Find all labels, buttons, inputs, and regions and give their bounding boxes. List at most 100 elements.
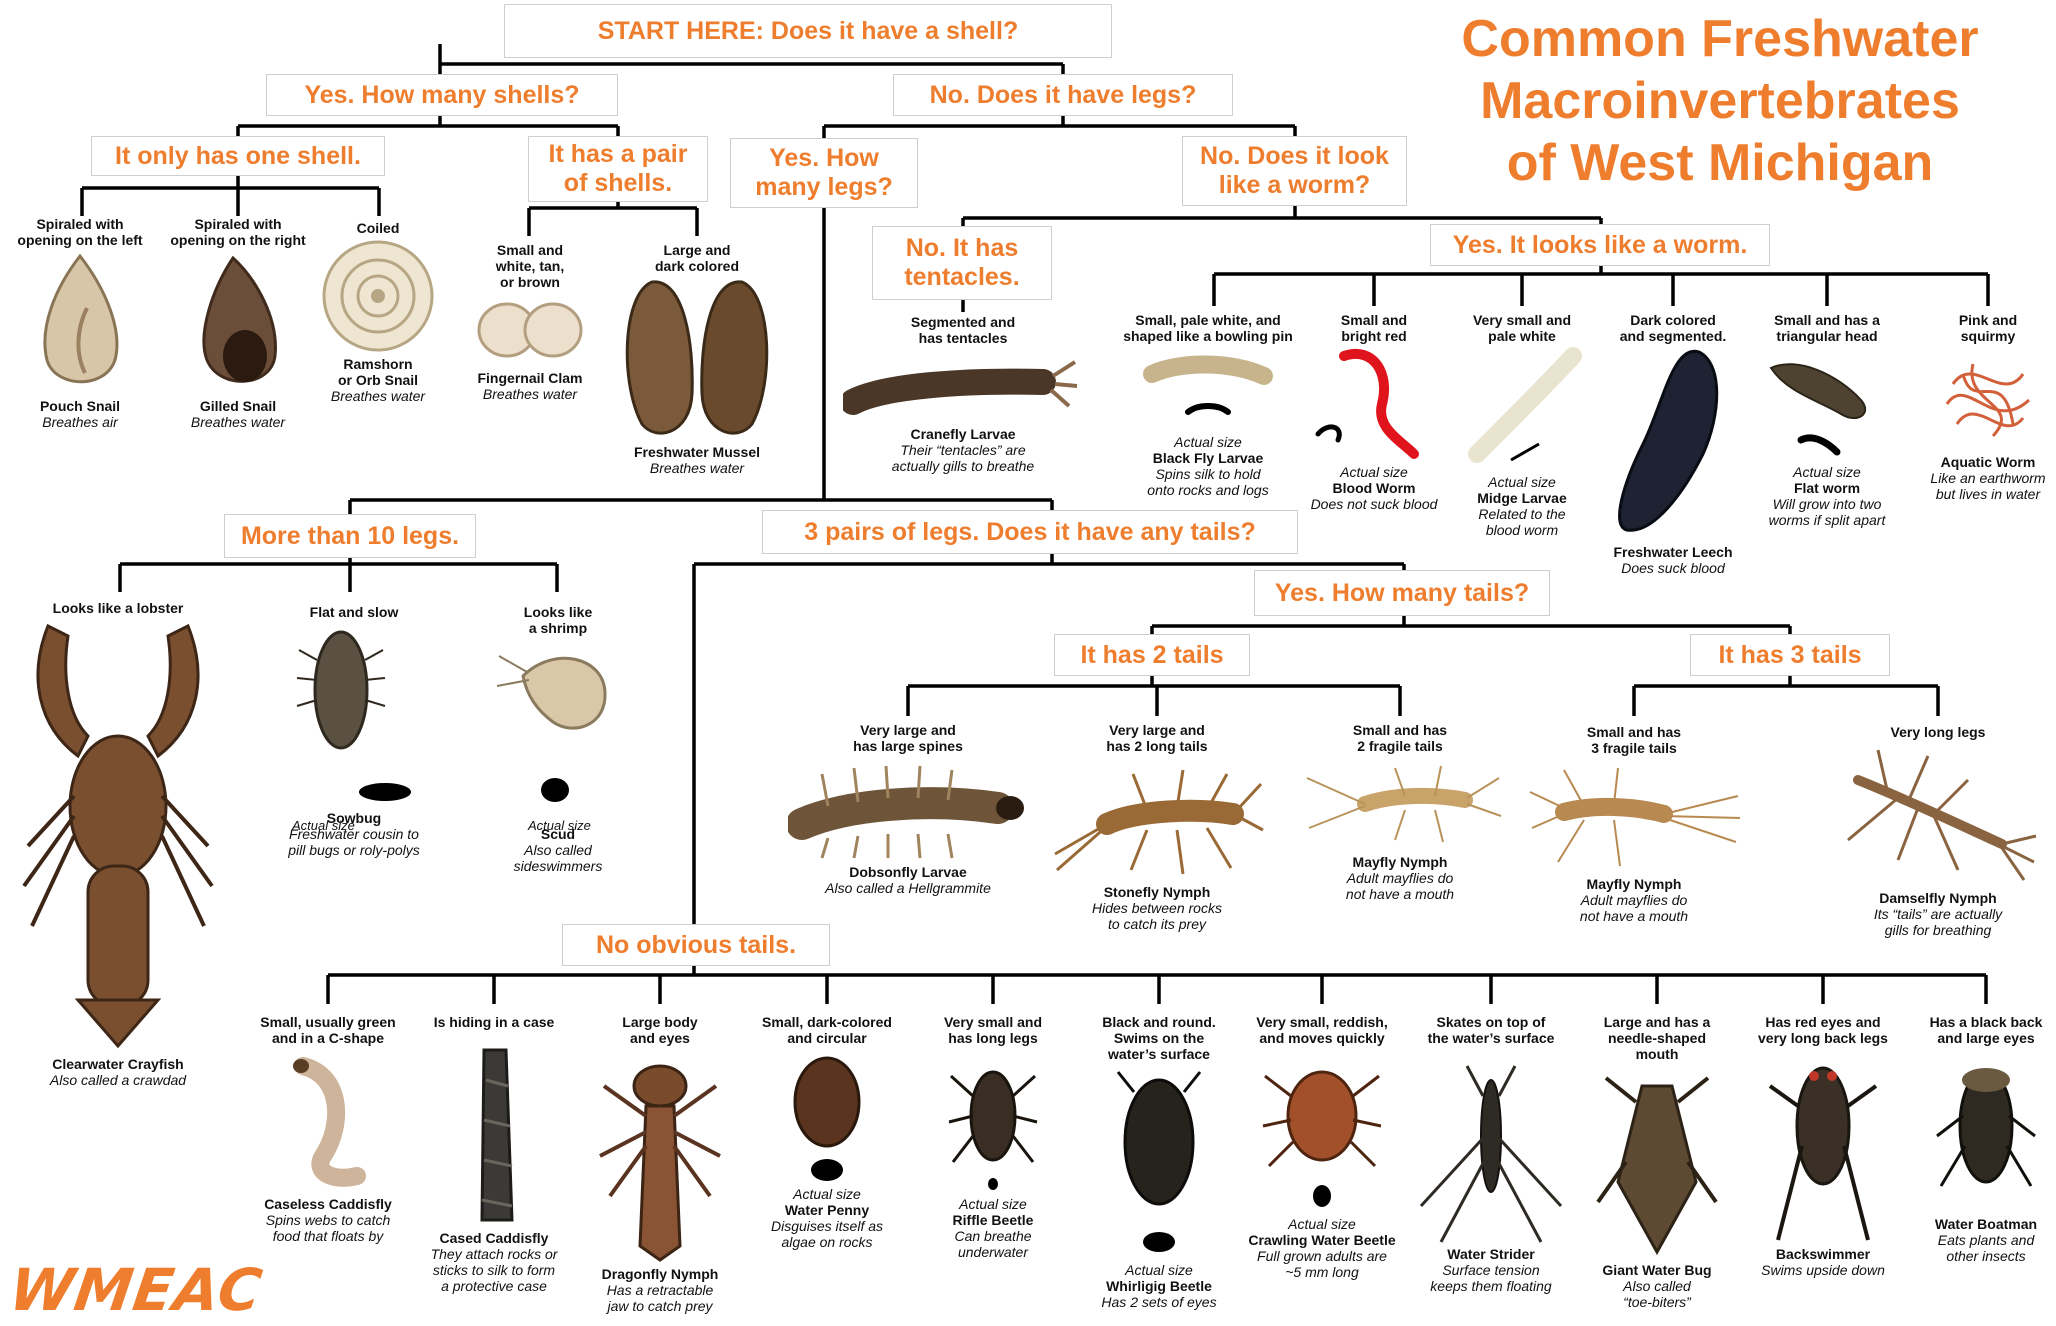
species-name: Mayfly Nymph — [1519, 876, 1749, 892]
scud-icon — [493, 636, 623, 826]
case-icon — [454, 1030, 534, 1230]
penny-icon — [777, 1046, 877, 1186]
species-note: Adult mayflies do not have a mouth — [1519, 892, 1749, 924]
worm-cluster-icon — [1933, 344, 2043, 454]
species-note: Full grown adults are ~5 mm long — [1232, 1248, 1412, 1280]
species-description: Looks like a lobster — [3, 600, 233, 616]
beetle-icon — [1257, 1046, 1387, 1216]
bug-icon — [1758, 1046, 1888, 1246]
species-card-whirligig-beetle: Black and round. Swims on the water’s su… — [1069, 1014, 1249, 1310]
question-legs-yes: Yes. How many legs? — [730, 138, 918, 208]
question-worm-yes: Yes. It looks like a worm. — [1430, 224, 1770, 266]
species-card-dobsonfly-larvae: Very large and has large spines Dobsonfl… — [788, 722, 1028, 896]
species-note: Also called sideswimmers — [458, 842, 658, 874]
question-worm: No. Does it look like a worm? — [1182, 136, 1407, 206]
actual-size-label: Actual size — [737, 1186, 917, 1202]
species-name: Water Boatman — [1896, 1216, 2056, 1232]
species-note: Disguises itself as algae on rocks — [737, 1218, 917, 1250]
species-card-scud: Looks like a shrimp Scud Also called sid… — [458, 604, 658, 874]
species-description: Segmented and has tentacles — [843, 314, 1083, 346]
species-description: Small, dark-colored and circular — [737, 1014, 917, 1046]
species-name: Stonefly Nymph — [1042, 884, 1272, 900]
species-note: Breathes water — [138, 414, 338, 430]
mussel-icon — [612, 274, 782, 444]
species-description: Small and has 3 fragile tails — [1519, 724, 1749, 756]
species-name: Freshwater Leech — [1573, 544, 1773, 560]
species-note: Also called a Hellgrammite — [788, 880, 1028, 896]
species-description: Very large and has 2 long tails — [1042, 722, 1272, 754]
actual-size-label: Actual size — [903, 1196, 1083, 1212]
species-card-giant-water-bug: Large and has a needle-shaped mouth Gian… — [1567, 1014, 1747, 1310]
species-description: Very small, reddish, and moves quickly — [1232, 1014, 1412, 1046]
nymph-icon — [1524, 756, 1744, 876]
species-note: Like an earthworm but lives in water — [1888, 470, 2056, 502]
species-note: Breathes water — [597, 460, 797, 476]
species-card-cranefly-larvae: Segmented and has tentacles Cranefly Lar… — [843, 314, 1083, 474]
species-note: Their “tentacles” are actually gills to … — [843, 442, 1083, 474]
species-note: Has 2 sets of eyes — [1069, 1294, 1249, 1310]
species-card-mayfly-nymph-2-tails: Small and has 2 fragile tails Mayfly Nym… — [1290, 722, 1510, 902]
wmeac-logo: WMEAC — [6, 1262, 272, 1318]
species-description: Is hiding in a case — [404, 1014, 584, 1030]
question-shells-yes: Yes. How many shells? — [266, 74, 618, 116]
species-description: Very long legs — [1823, 724, 2053, 740]
species-description: Very large and has large spines — [788, 722, 1028, 754]
species-card-clearwater-crayfish: Looks like a lobster Clearwater Crayfish… — [3, 600, 233, 1088]
clam-icon — [475, 290, 585, 370]
species-description: Large and has a needle-shaped mouth — [1567, 1014, 1747, 1062]
bug-icon — [1592, 1062, 1722, 1262]
crayfish-icon — [8, 616, 228, 1056]
species-name: Whirligig Beetle — [1069, 1278, 1249, 1294]
question-tails-yes: Yes. How many tails? — [1254, 570, 1550, 616]
species-name: Damselfly Nymph — [1823, 890, 2053, 906]
species-description: Looks like a shrimp — [458, 604, 658, 636]
hellgrammite-icon — [788, 754, 1028, 864]
species-note: Surface tension keeps them floating — [1401, 1262, 1581, 1294]
actual-size-label: Actual size — [292, 818, 355, 833]
species-name: Freshwater Mussel — [597, 444, 797, 460]
larva-icon — [843, 346, 1083, 426]
species-description: Has red eyes and very long back legs — [1733, 1014, 1913, 1046]
actual-size-label: Actual size — [1069, 1262, 1249, 1278]
species-name: Dobsonfly Larvae — [788, 864, 1028, 880]
coiled-shell-icon — [313, 236, 443, 356]
species-card-water-boatman: Has a black back and large eyes Water Bo… — [1896, 1014, 2056, 1264]
question-shells-no: No. Does it have legs? — [893, 74, 1233, 116]
species-name: Clearwater Crayfish — [3, 1056, 233, 1072]
species-card-crawling-water-beetle: Very small, reddish, and moves quickly A… — [1232, 1014, 1412, 1280]
species-card-damselfly-nymph: Very long legs Damselfly Nymph Its “tail… — [1823, 724, 2053, 938]
species-card-freshwater-mussel: Large and dark colored Freshwater Mussel… — [597, 242, 797, 476]
nymph-icon — [1295, 754, 1505, 854]
species-description: Flat and slow — [254, 604, 454, 620]
snail-shell-icon — [25, 248, 135, 398]
species-description: Pink and squirmy — [1888, 312, 2056, 344]
species-note: Adult mayflies do not have a mouth — [1290, 870, 1510, 902]
species-name: Cranefly Larvae — [843, 426, 1083, 442]
actual-size-label: Actual size — [528, 818, 591, 833]
question-more-than-10-legs: More than 10 legs. — [224, 514, 476, 558]
species-card-backswimmer: Has red eyes and very long back legs Bac… — [1733, 1014, 1913, 1278]
species-card-cased-caddisfly: Is hiding in a case Cased Caddisfly They… — [404, 1014, 584, 1294]
species-note: Hides between rocks to catch its prey — [1042, 900, 1272, 932]
snail-shell-icon — [183, 248, 293, 398]
question-one-shell: It only has one shell. — [91, 136, 385, 176]
species-card-water-penny: Small, dark-colored and circular Actual … — [737, 1014, 917, 1250]
species-name: Water Penny — [737, 1202, 917, 1218]
bug-icon — [1931, 1046, 2041, 1216]
actual-size-label: Actual size — [1232, 1216, 1412, 1232]
species-name: Dragonfly Nymph — [570, 1266, 750, 1282]
species-description: Black and round. Swims on the water’s su… — [1069, 1014, 1249, 1062]
question-start: START HERE: Does it have a shell? — [504, 4, 1112, 58]
species-name: Water Strider — [1401, 1246, 1581, 1262]
question-pair-shells: It has a pair of shells. — [528, 136, 708, 202]
species-name: Cased Caddisfly — [404, 1230, 584, 1246]
species-card-dragonfly-nymph: Large body and eyes Dragonfly Nymph Has … — [570, 1014, 750, 1314]
beetle-icon — [943, 1046, 1043, 1196]
question-three-tails: It has 3 tails — [1690, 634, 1890, 676]
species-name: Caseless Caddisfly — [238, 1196, 418, 1212]
species-note: Can breathe underwater — [903, 1228, 1083, 1260]
species-note: Also called a crawdad — [3, 1072, 233, 1088]
question-tentacles: No. It has tentacles. — [872, 226, 1052, 300]
nymph-icon — [1047, 754, 1267, 884]
larva-icon — [1138, 344, 1278, 434]
